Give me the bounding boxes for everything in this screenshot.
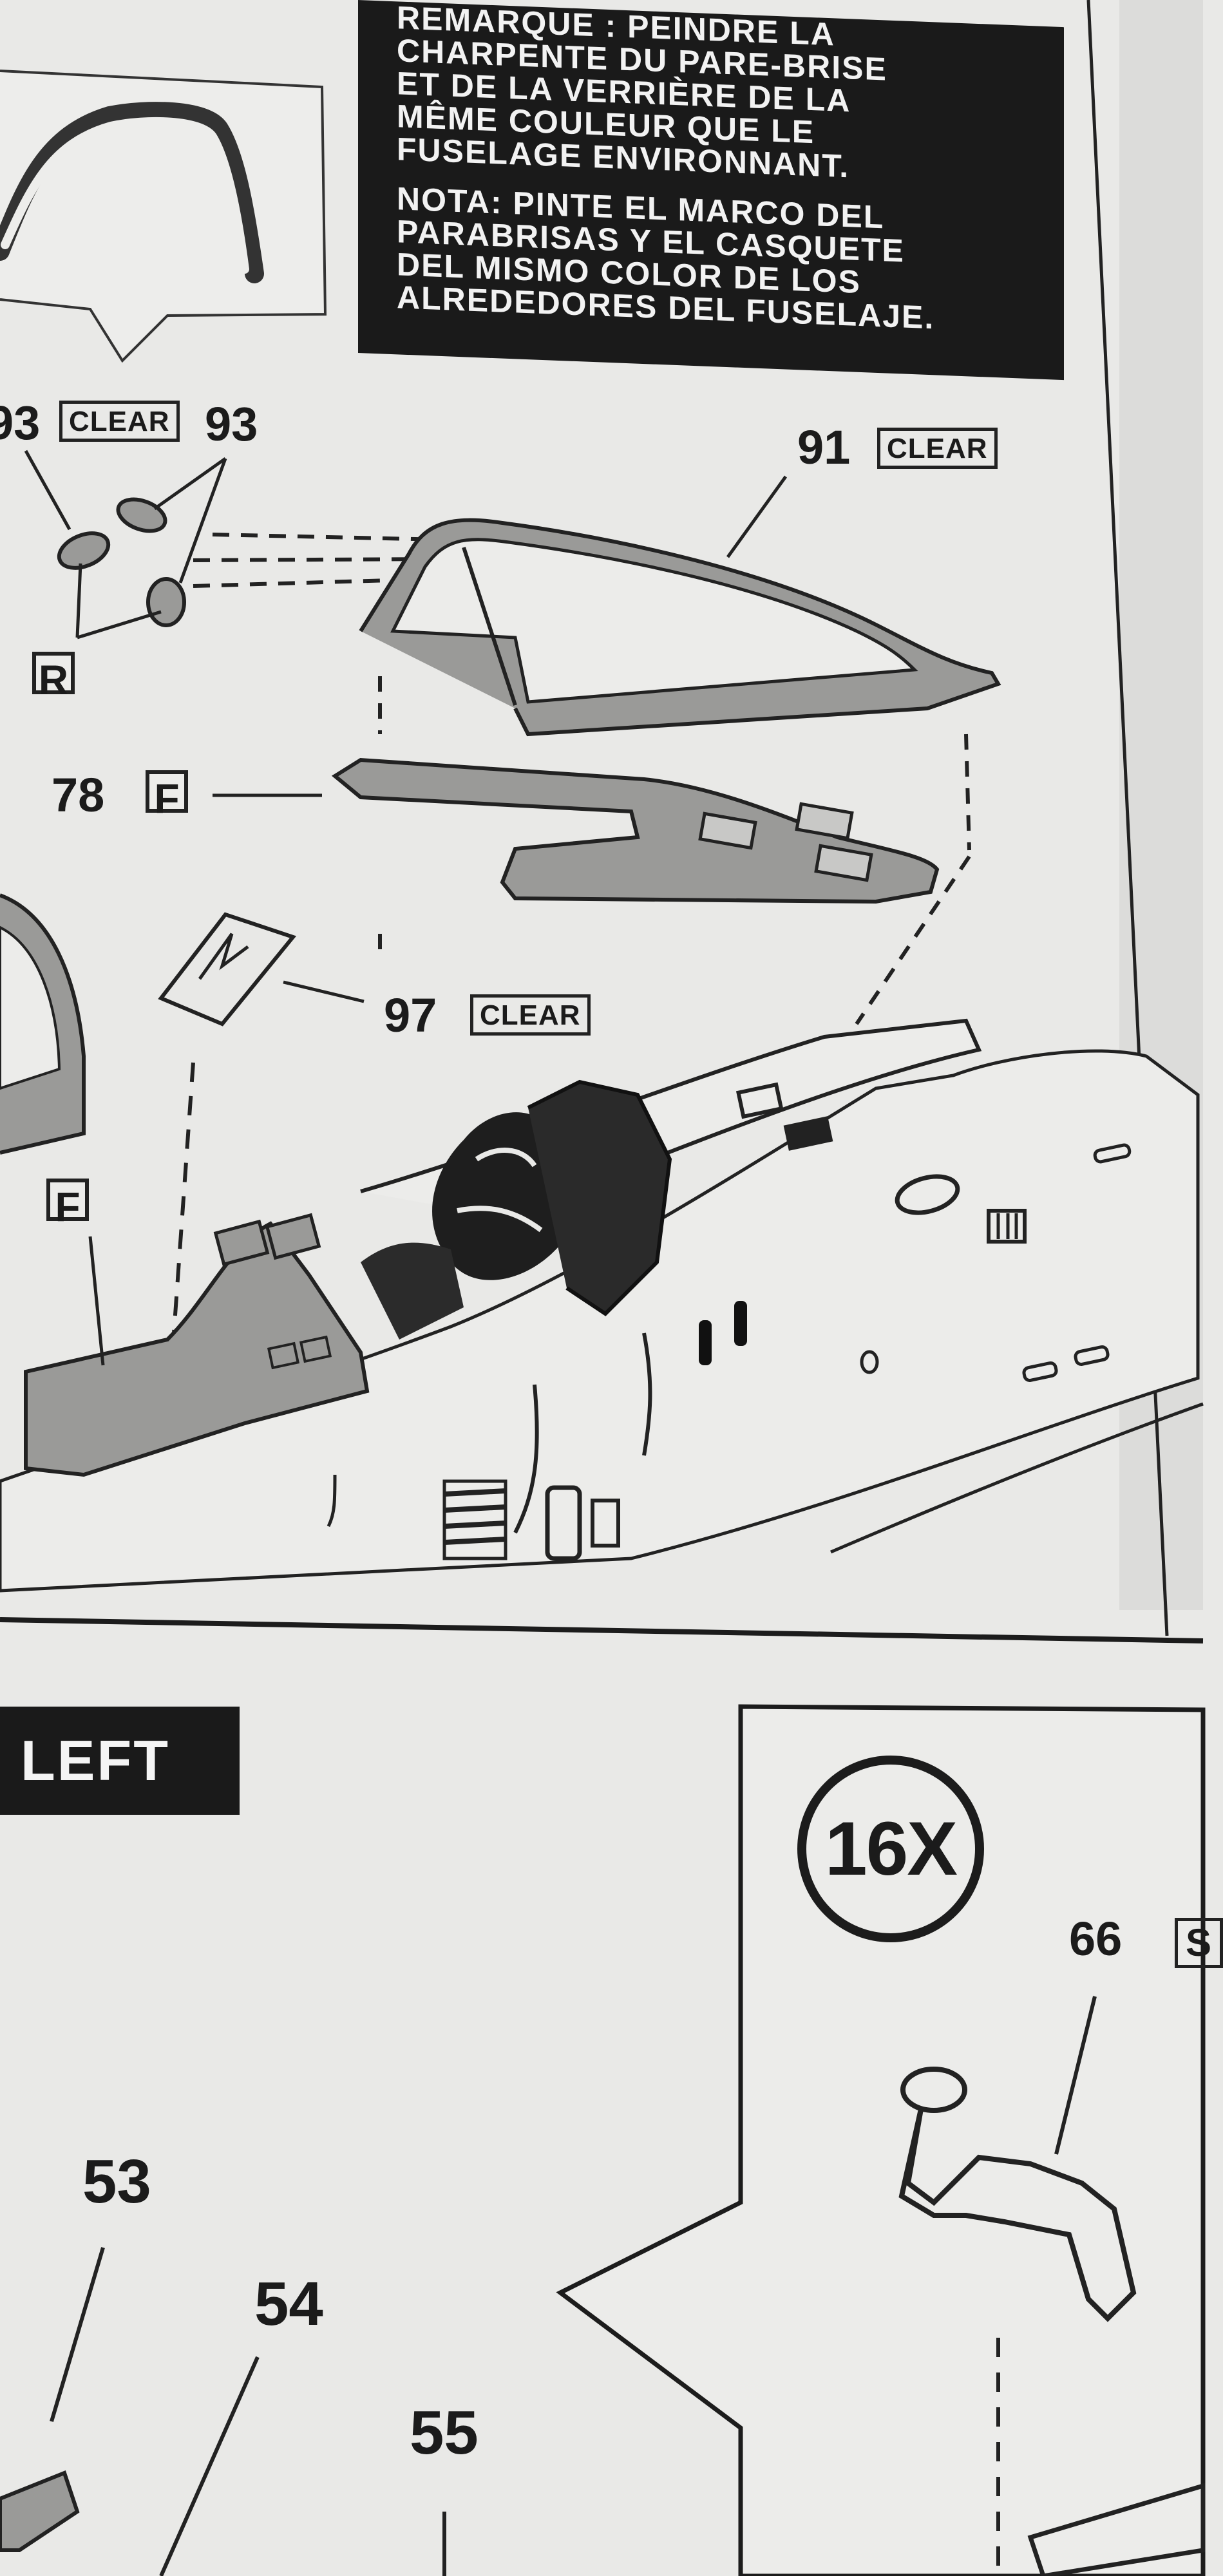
part-letter-f-78: F <box>146 770 188 819</box>
callout-93-left: 93 <box>0 396 41 450</box>
part-tag-66: S <box>1175 1918 1223 1968</box>
lower-leaders <box>0 2247 446 2576</box>
lens-parts-93 <box>24 450 445 639</box>
callout-54: 54 <box>254 2269 323 2338</box>
clear-tag-97: CLEAR <box>470 994 591 1036</box>
callout-78: 78 <box>52 768 105 822</box>
part-66 <box>898 1996 1206 2576</box>
callout-93-right: 93 <box>205 397 258 451</box>
part-letter-f: F <box>46 1179 89 1227</box>
canopy-frame-part-78 <box>213 757 971 1025</box>
step-multiplier-badge: 16X <box>797 1756 984 1942</box>
windscreen-detail-bubble <box>0 70 327 363</box>
clear-tag-91: CLEAR <box>877 428 998 469</box>
intake-vents <box>442 1479 620 1561</box>
callout-91: 91 <box>797 421 851 474</box>
part-letter-r: R <box>32 652 75 701</box>
callout-55: 55 <box>410 2398 479 2467</box>
section-divider <box>0 1617 1204 1643</box>
canopy-part-91 <box>359 475 1001 851</box>
section-tab-left: LEFT <box>0 1707 240 1815</box>
callout-66: 66 <box>1069 1912 1123 1965</box>
callout-53: 53 <box>82 2147 151 2216</box>
paint-note-box: REMARQUE : PEINDRE LA CHARPENTE DU PARE-… <box>358 0 1064 381</box>
callout-97: 97 <box>384 989 437 1042</box>
fuselage-cockpit <box>0 893 1204 1593</box>
clear-part-97 <box>158 912 365 1334</box>
inset-panel <box>556 1704 1206 2576</box>
clear-tag-93: CLEAR <box>59 401 180 442</box>
